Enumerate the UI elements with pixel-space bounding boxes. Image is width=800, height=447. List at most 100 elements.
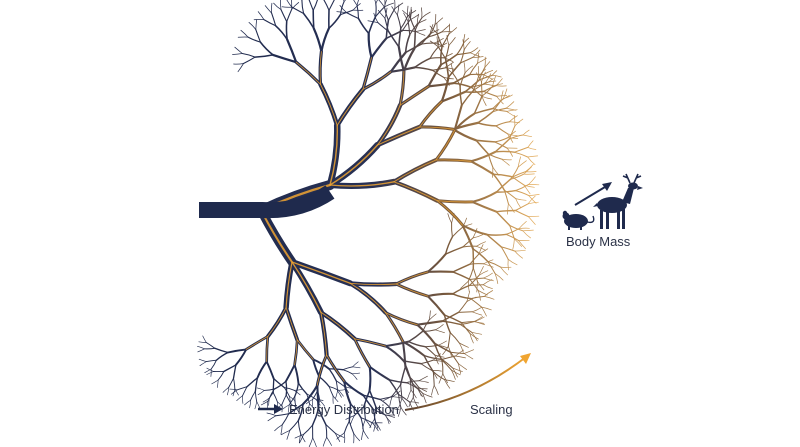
branch-segment (462, 39, 465, 51)
branch-segment (505, 101, 515, 109)
branch-segment (398, 27, 402, 48)
branch-segment (523, 166, 532, 175)
branch-segment (468, 284, 484, 287)
branch-segment (471, 191, 498, 203)
branch-segment (312, 0, 318, 11)
branch-segment (254, 401, 258, 410)
branch-segment (357, 17, 370, 35)
branch-segment (431, 69, 445, 78)
branch-segment (256, 360, 268, 379)
branch-segment (483, 85, 497, 92)
branch-segment (494, 273, 504, 281)
branch-segment (471, 311, 483, 316)
branch-segment (242, 386, 248, 397)
branch-segment (527, 195, 536, 205)
branch-segment (198, 341, 207, 343)
branch-segment (441, 24, 450, 33)
branch-segment (452, 263, 471, 273)
branch-segment (458, 342, 469, 348)
branch-segment (210, 359, 217, 370)
branch-segment (472, 56, 484, 58)
branch-segment (469, 333, 479, 340)
branch-segment (508, 203, 515, 213)
branch-segment (274, 25, 288, 41)
branch-segment (281, 413, 290, 426)
branch-segment (372, 422, 379, 432)
branch-segment (464, 79, 481, 93)
branch-segment (289, 396, 292, 405)
branch-segment (451, 212, 455, 224)
branch-segment (447, 345, 452, 357)
growth-arrow-icon (574, 182, 612, 206)
branch-segment (452, 293, 472, 300)
branch-segment (306, 393, 317, 400)
branch-segment (280, 9, 288, 23)
branch-segment (466, 291, 470, 302)
branch-segment (413, 35, 430, 50)
branch-segment (217, 379, 219, 388)
branch-segment (509, 224, 524, 232)
branch-segment (256, 387, 265, 391)
branch-segment (289, 396, 296, 402)
branch-segment (389, 407, 395, 417)
branch-segment (391, 157, 439, 184)
branch-segment (396, 14, 402, 29)
energy-flow-segment (399, 86, 429, 106)
branch-segment (434, 354, 445, 358)
branch-segment (472, 49, 481, 58)
branch-segment (399, 365, 407, 386)
branch-segment (463, 37, 470, 44)
branch-segment (456, 42, 465, 56)
branch-segment (478, 248, 489, 255)
branch-segment (356, 4, 360, 20)
branch-segment (527, 156, 536, 165)
branch-segment (254, 377, 259, 392)
branch-segment (368, 365, 391, 381)
energy-flow-segment (291, 261, 322, 313)
branch-segment (283, 387, 290, 397)
energy-arrow-icon (258, 404, 283, 414)
branch-segment (507, 203, 509, 215)
branch-segment (475, 139, 496, 143)
energy-distribution-label: Energy Distribution (289, 402, 399, 417)
branch-segment (383, 395, 393, 401)
branch-segment (437, 345, 448, 349)
branch-segment (197, 348, 205, 353)
branch-segment (508, 125, 516, 140)
branch-segment (480, 81, 483, 97)
branch-segment (328, 368, 337, 382)
branch-segment (402, 360, 422, 365)
branch-segment (257, 11, 265, 20)
branch-segment (446, 35, 450, 46)
branch-segment (348, 403, 352, 423)
branch-segment (484, 61, 491, 68)
branch-segment (451, 369, 461, 376)
branch-segment (522, 229, 534, 232)
branch-segment (440, 75, 450, 103)
branch-segment (447, 332, 451, 347)
branch-segment (495, 189, 517, 193)
branch-segment (351, 373, 358, 380)
branch-segment (426, 295, 446, 317)
branch-segment (293, 363, 300, 385)
energy-flow-segment (349, 282, 397, 286)
branch-segment (476, 281, 478, 293)
branch-segment (485, 233, 507, 236)
energy-flow-segment (385, 312, 404, 343)
branch-segment (421, 11, 431, 19)
branch-segment (473, 107, 494, 115)
branch-segment (527, 155, 539, 158)
branch-segment (429, 46, 439, 59)
branch-segment (374, 2, 377, 18)
branch-segment (507, 258, 509, 271)
branch-segment (332, 395, 339, 403)
branch-segment (428, 31, 443, 38)
branch-segment (432, 371, 446, 381)
branch-segment (410, 389, 417, 399)
branch-segment (241, 52, 256, 58)
branch-segment (369, 418, 375, 429)
branch-segment (379, 398, 391, 409)
branch-segment (483, 263, 494, 268)
branch-segment (223, 364, 237, 373)
branch-segment (311, 407, 320, 426)
